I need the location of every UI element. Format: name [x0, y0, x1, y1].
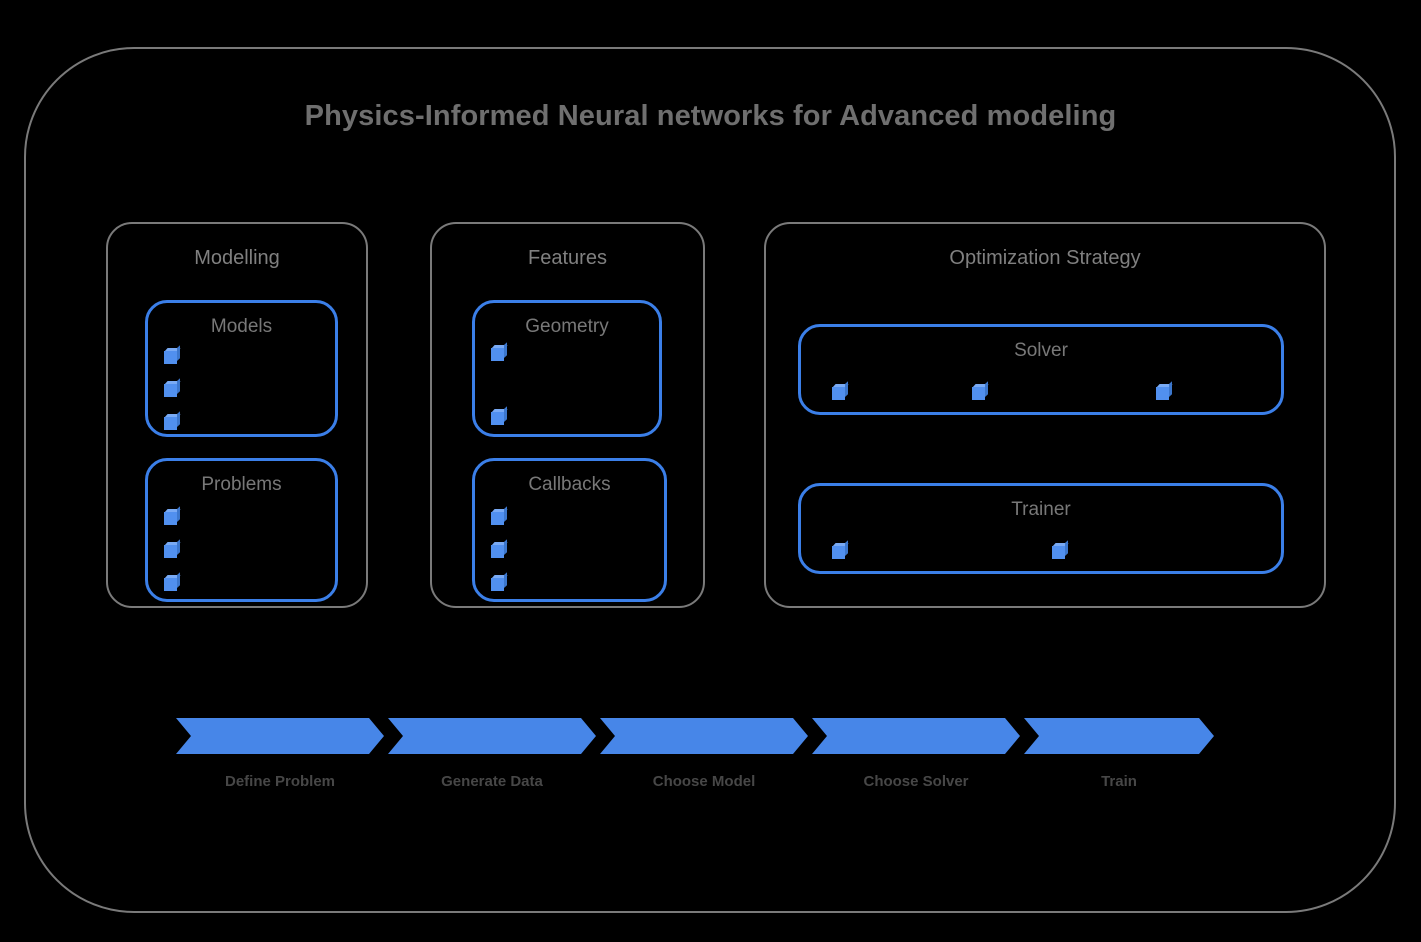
box-title-problems: Problems: [201, 474, 282, 495]
box-solver[interactable]: Solver: [798, 324, 1284, 415]
cube-icon: [164, 539, 181, 558]
cube-icon: [1052, 540, 1069, 559]
pipeline-step-0[interactable]: [176, 718, 384, 754]
cube-icon: [164, 506, 181, 525]
box-models[interactable]: Models: [145, 300, 338, 437]
pipeline-label-4: Train: [1101, 773, 1137, 790]
pipeline-step-3[interactable]: [812, 718, 1020, 754]
cube-icon: [491, 539, 508, 558]
cube-icon: [1156, 381, 1173, 400]
pipeline-step-2[interactable]: [600, 718, 808, 754]
group-panel-modelling: Modelling: [106, 222, 368, 608]
page-title: Physics-Informed Neural networks for Adv…: [304, 100, 1117, 132]
pipeline-label-2: Choose Model: [652, 773, 756, 790]
cube-icon: [164, 378, 181, 397]
cube-icon: [832, 381, 849, 400]
cube-icon: [164, 572, 181, 591]
pipeline-step-4[interactable]: [1024, 718, 1214, 754]
box-trainer[interactable]: Trainer: [798, 483, 1284, 574]
box-callbacks[interactable]: Callbacks: [472, 458, 667, 602]
box-geometry[interactable]: Geometry: [472, 300, 662, 437]
group-title-modelling: Modelling: [194, 247, 280, 269]
pipeline-label-1: Generate Data: [441, 773, 543, 790]
box-title-geometry: Geometry: [525, 316, 609, 337]
cube-icon: [832, 540, 849, 559]
pipeline: Define Problem Generate Data Choose Mode…: [176, 718, 1214, 790]
cube-icon: [491, 506, 508, 525]
box-title-solver: Solver: [1014, 340, 1068, 361]
group-panel-optimization: Optimization Strategy: [764, 222, 1326, 608]
pipeline-label-3: Choose Solver: [863, 773, 969, 790]
cube-icon: [164, 345, 181, 364]
cube-icon: [491, 572, 508, 591]
group-panel-features: Features: [430, 222, 705, 608]
group-title-features: Features: [528, 247, 607, 269]
cube-icon: [972, 381, 989, 400]
group-title-optimization: Optimization Strategy: [949, 247, 1141, 269]
box-title-models: Models: [210, 316, 273, 337]
cube-icon: [164, 411, 181, 430]
box-problems[interactable]: Problems: [145, 458, 338, 602]
outer-frame: [24, 47, 1396, 913]
box-title-trainer: Trainer: [1011, 499, 1071, 520]
cube-icon: [491, 342, 508, 361]
cube-icon: [491, 406, 508, 425]
pipeline-label-0: Define Problem: [224, 773, 336, 790]
box-title-callbacks: Callbacks: [528, 474, 611, 495]
pipeline-step-1[interactable]: [388, 718, 596, 754]
